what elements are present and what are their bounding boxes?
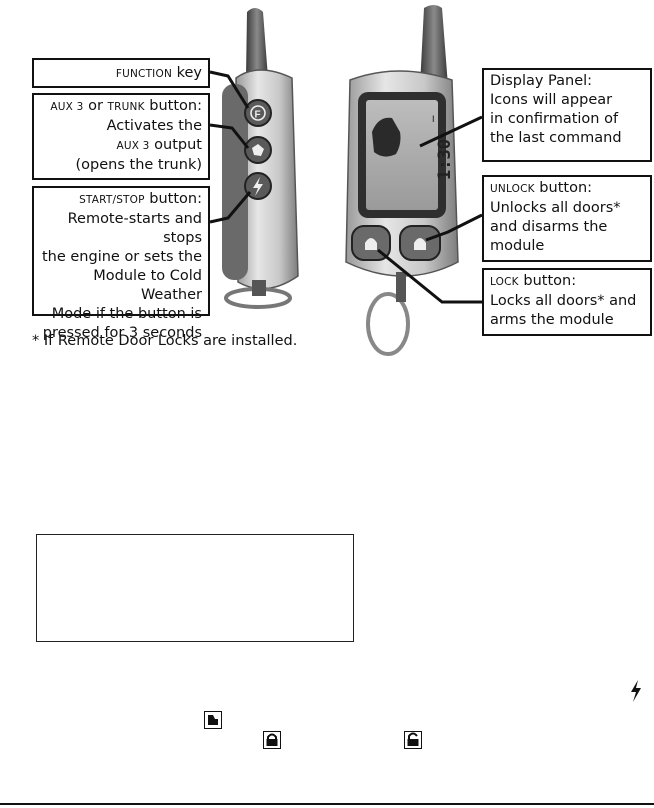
- function-button: [244, 99, 272, 127]
- leader-function: [209, 70, 250, 109]
- leader-display: [419, 115, 483, 148]
- callout-aux3-trunk-button: AUX 3 or TRUNK button: Activates the AUX…: [32, 93, 210, 180]
- leader-unlock: [425, 213, 483, 242]
- callout-display-panel: Display Panel: Icons will appear in conf…: [482, 68, 652, 162]
- lcd-car-icon: [372, 117, 401, 157]
- function-button-letter: F: [255, 110, 261, 121]
- footnote: * If Remote Door Locks are installed.: [32, 333, 298, 349]
- remote-illustration: F I 1:30: [209, 5, 483, 356]
- leader-lines: [209, 70, 483, 304]
- leader-start-stop: [209, 191, 252, 224]
- locked-padlock-icon: [263, 731, 281, 749]
- svg-text:I: I: [432, 114, 435, 124]
- leader-trunk: [209, 123, 250, 149]
- callout-start-stop-button: START/STOP button: Remote-starts and sto…: [32, 186, 210, 341]
- bottom-rule: [0, 803, 654, 805]
- side-grip: [222, 84, 248, 280]
- callout-function-key: FUNCTION key: [32, 58, 210, 88]
- trunk-icon: [204, 711, 222, 729]
- lightning-bolt-icon: [631, 680, 641, 702]
- front-remote: I 1:30: [345, 5, 459, 356]
- front-keyring: [366, 292, 410, 356]
- side-remote: F: [222, 8, 299, 309]
- front-antenna: [420, 5, 448, 86]
- callout-lock-button: LOCK button: Locks all doors* and arms t…: [482, 268, 652, 336]
- callout-unlock-button: UNLOCK button: Unlocks all doors* and di…: [482, 175, 652, 262]
- side-antenna: [246, 8, 268, 78]
- leader-lock: [377, 248, 482, 304]
- unlocked-padlock-icon: [404, 731, 422, 749]
- lcd-digits: 1:30: [435, 139, 455, 180]
- empty-note-box: [36, 534, 354, 642]
- remote-diagram-figure: F I 1:30: [0, 0, 654, 360]
- display-panel: [366, 100, 438, 210]
